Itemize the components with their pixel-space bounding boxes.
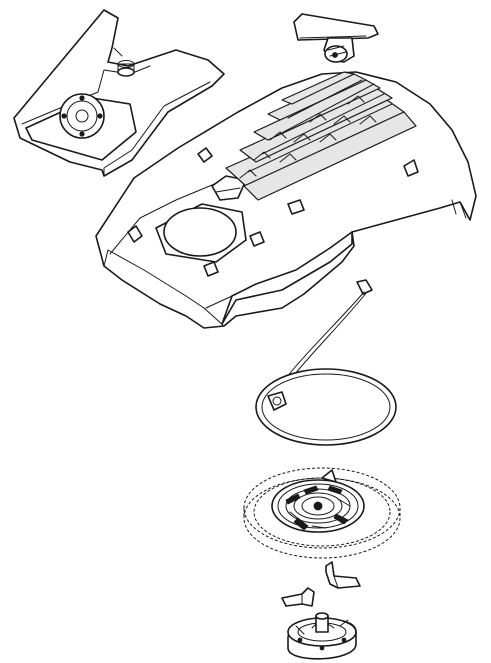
rewind-spring-icon — [271, 469, 365, 533]
starter-grip-icon — [293, 13, 379, 63]
cooling-fins — [225, 71, 417, 201]
pawl-left-icon — [281, 587, 315, 607]
spring-socket-icon — [287, 612, 357, 660]
bracket-cover-icon — [13, 9, 225, 177]
starter-rope-icon — [255, 279, 397, 446]
pawl-right-icon — [325, 561, 361, 589]
fan-housing-icon — [95, 71, 477, 329]
